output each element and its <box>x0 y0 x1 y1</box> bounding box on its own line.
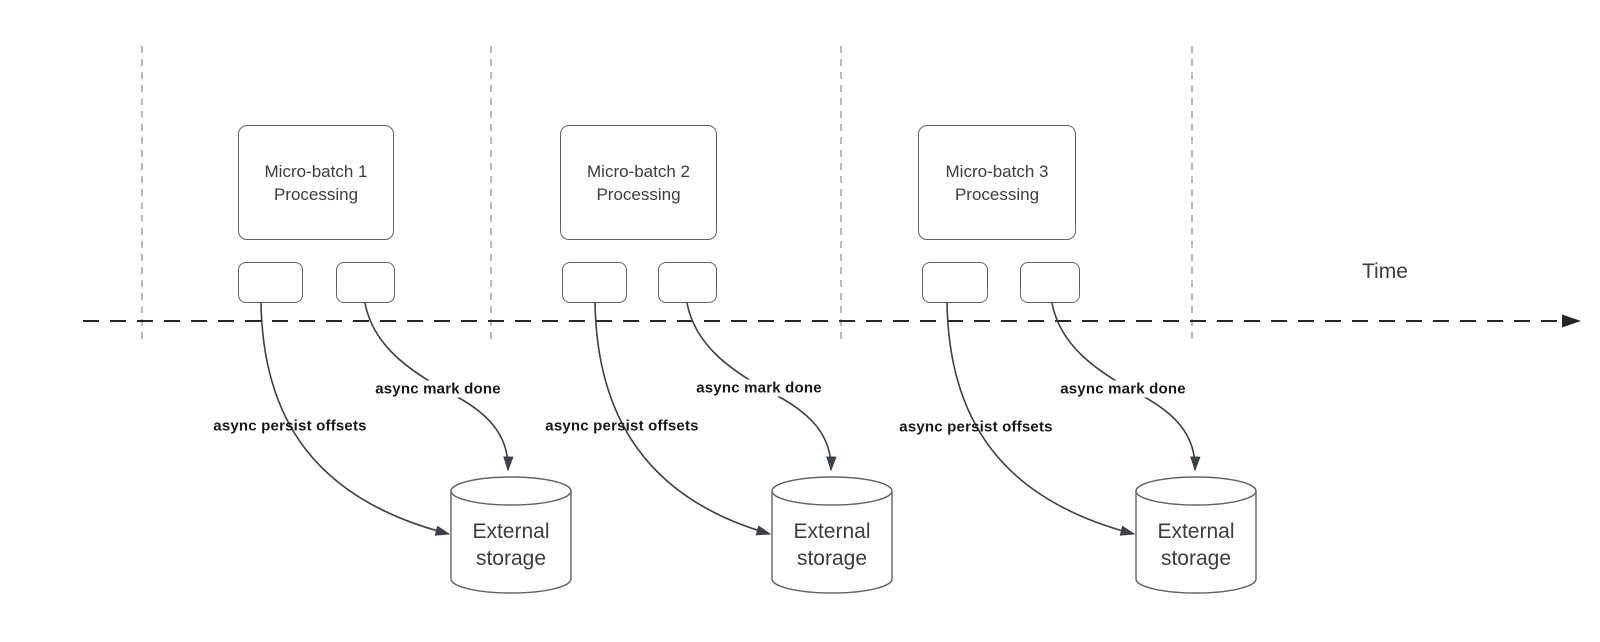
persist-offsets-arrow <box>594 302 771 536</box>
persist-offsets-arrow <box>946 302 1135 536</box>
micro-batch-processing-box: Micro-batch 1 Processing <box>238 125 394 240</box>
mark-done-task-box <box>658 262 717 303</box>
external-storage-cylinder <box>1135 476 1257 594</box>
mark-done-task-box <box>336 262 395 303</box>
external-storage-cylinder-rim <box>1135 490 1257 506</box>
micro-batch-processing-box: Micro-batch 2 Processing <box>560 125 717 240</box>
external-storage-cylinder <box>450 476 572 594</box>
persist-offsets-arrow <box>260 302 450 536</box>
external-storage-cylinder <box>771 476 893 594</box>
external-storage-label: External storage <box>1157 520 1235 570</box>
time-label: Time <box>1362 260 1408 283</box>
persist-offsets-task-box <box>238 262 303 303</box>
micro-batch-processing-box: Micro-batch 3 Processing <box>918 125 1076 240</box>
external-storage-cylinder-rim <box>771 490 893 506</box>
timeline-arrowhead-icon <box>1562 314 1581 328</box>
mark-done-label: async mark done <box>1058 380 1188 398</box>
external-storage-label: External storage <box>472 520 550 570</box>
persist-offsets-task-box <box>562 262 627 303</box>
mark-done-task-box <box>1020 262 1080 303</box>
persist-offsets-label: async persist offsets <box>213 417 367 435</box>
external-storage-cylinder-rim <box>450 490 572 506</box>
persist-offsets-label: async persist offsets <box>545 417 699 435</box>
mark-done-label: async mark done <box>694 379 824 397</box>
mark-done-label: async mark done <box>373 380 503 398</box>
external-storage-label: External storage <box>793 520 871 570</box>
persist-offsets-label: async persist offsets <box>899 418 1053 436</box>
persist-offsets-task-box <box>922 262 988 303</box>
